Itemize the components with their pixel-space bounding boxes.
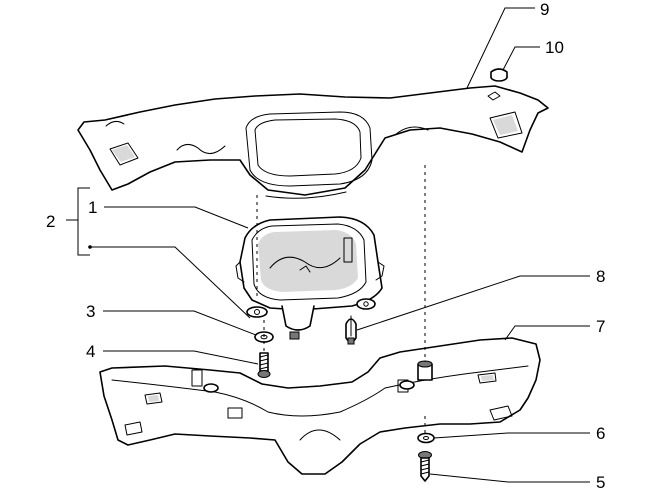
leader-8 — [356, 275, 590, 331]
leader-3 — [103, 310, 257, 336]
screw-lower — [418, 451, 432, 482]
upper-handlebar-cover — [77, 85, 549, 199]
kit-dot-marker — [88, 245, 92, 249]
callout-3: 3 — [86, 302, 95, 321]
leader-4 — [103, 350, 259, 365]
leader-5 — [429, 473, 590, 483]
callout-8: 8 — [596, 267, 605, 286]
bracket-2 — [66, 187, 90, 256]
leader-6 — [433, 432, 590, 439]
lower-handlebar-cover — [99, 337, 541, 475]
rubber-plug — [490, 68, 508, 82]
leader-1-dot — [90, 246, 251, 319]
leader-1 — [104, 206, 249, 229]
bulb — [345, 315, 357, 345]
callout-5: 5 — [596, 473, 605, 491]
washer-lower — [417, 432, 435, 444]
instrument-cluster — [235, 216, 385, 340]
callout-2: 2 — [46, 212, 55, 231]
leader-9 — [466, 7, 535, 89]
callout-9: 9 — [540, 0, 549, 19]
callout-4: 4 — [86, 342, 95, 361]
leader-7 — [504, 325, 590, 341]
screw-upper — [257, 352, 271, 378]
callout-10: 10 — [545, 38, 564, 57]
callout-7: 7 — [596, 317, 605, 336]
callout-6: 6 — [596, 424, 605, 443]
callout-1: 1 — [88, 198, 97, 217]
leader-10 — [502, 46, 540, 71]
